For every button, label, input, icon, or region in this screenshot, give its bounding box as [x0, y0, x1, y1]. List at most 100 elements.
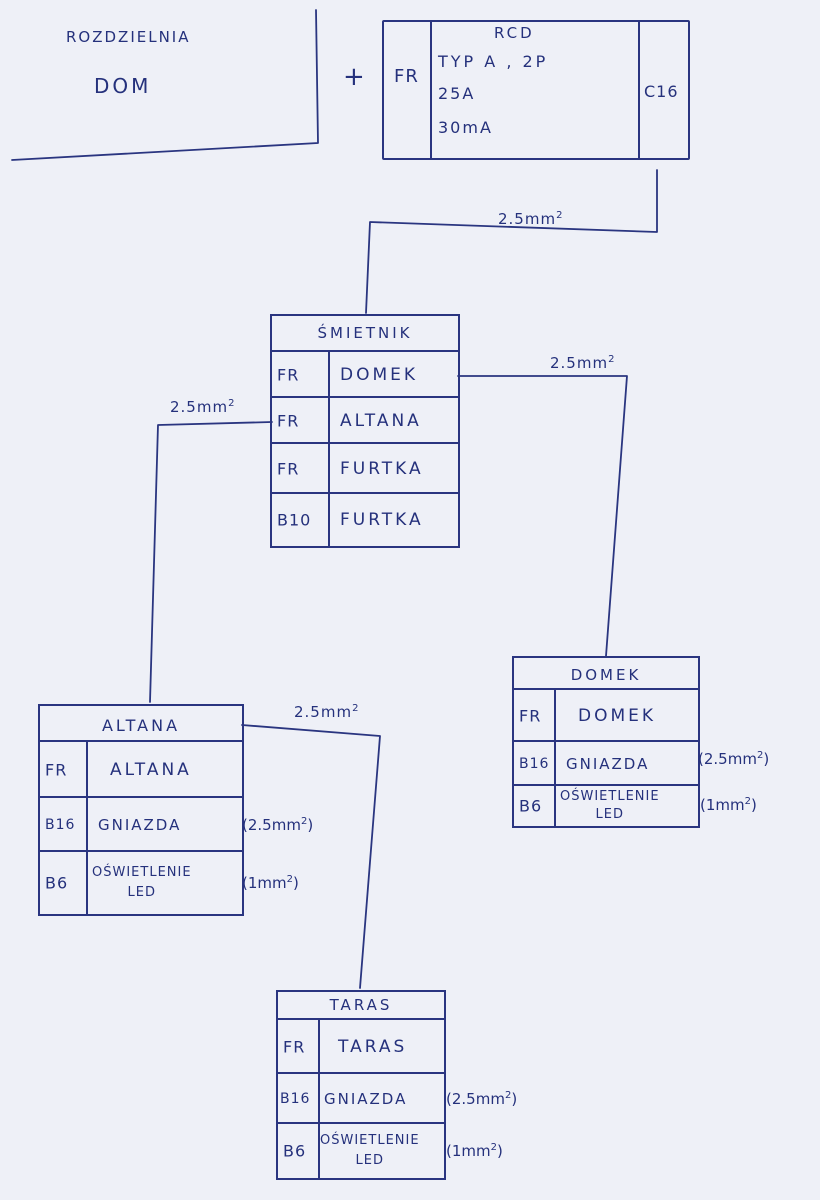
wire-smietnik-domek	[457, 375, 628, 657]
note-sup: 2	[504, 1090, 512, 1101]
wire-altana-taras	[241, 724, 381, 989]
wire-label-rcd-sup: 2	[556, 210, 564, 221]
panel-smietnik: ŚMIETNIK FR DOMEK FR ALTANA FR FURTKA B1…	[270, 314, 460, 548]
rcd-title: RCD	[494, 24, 535, 42]
row-circuit-cell: TARAS	[320, 1020, 444, 1074]
rcd-fr-label: FR	[394, 66, 419, 87]
rcd-rating: 25A	[438, 84, 476, 103]
plus-sign: +	[343, 62, 366, 92]
row-breaker: B6	[45, 873, 69, 893]
note-close: )	[307, 816, 314, 834]
wire-label-rcd: 2.5mm2	[498, 210, 563, 228]
panel-altana-row: FR ALTANA	[40, 740, 242, 798]
row-breaker: B6	[283, 1141, 307, 1161]
wire-rcd-smietnik	[365, 169, 658, 314]
row-circuit-cell: FURTKA	[330, 444, 458, 494]
row-breaker-cell: B16	[40, 798, 88, 852]
row-circuit: ALTANA	[110, 760, 192, 780]
panel-domek-row: B6 OŚWIETLENIE LED	[514, 784, 698, 826]
row-breaker-cell: B6	[278, 1124, 320, 1178]
row-circuit-cell: GNIAZDA	[88, 798, 242, 852]
panel-smietnik-row: FR FURTKA	[272, 442, 458, 494]
main-board-title: ROZDZIELNIA	[66, 28, 191, 46]
row-breaker: B16	[519, 756, 550, 772]
panel-altana-title: ALTANA	[101, 716, 181, 735]
rcd-breaker-cell: C16	[638, 22, 688, 158]
row-circuit: TARAS	[338, 1037, 408, 1057]
row-breaker: FR	[277, 459, 300, 479]
note-altana-gniazda: (2.5mm2)	[242, 816, 313, 834]
rcd-fr-cell: FR	[384, 22, 432, 158]
panel-altana-row: B16 GNIAZDA	[40, 796, 242, 852]
note-close: )	[763, 750, 770, 768]
main-board: ROZDZIELNIA DOM	[10, 10, 318, 160]
row-breaker-cell: B10	[272, 494, 330, 546]
row-circuit-cell: OŚWIETLENIE LED	[556, 786, 698, 826]
note-text: (1mm	[700, 796, 745, 814]
row-breaker: FR	[283, 1037, 306, 1057]
wire-smietnik-altana	[149, 421, 273, 703]
row-circuit-cell: FURTKA	[330, 494, 458, 546]
row-circuit: GNIAZDA	[98, 816, 182, 834]
note-sup: 2	[744, 796, 751, 807]
row-circuit-cell: ALTANA	[330, 398, 458, 444]
row-breaker-cell: FR	[278, 1020, 320, 1074]
row-breaker-cell: FR	[272, 444, 330, 494]
note-sup: 2	[490, 1142, 497, 1153]
panel-domek-title: DOMEK	[570, 666, 642, 684]
note-close: )	[751, 796, 757, 814]
row-circuit-cell: OŚWIETLENIE LED	[320, 1124, 444, 1178]
rcd-breaker-label: C16	[644, 82, 679, 101]
row-breaker: B6	[519, 796, 543, 816]
note-close: )	[497, 1142, 503, 1160]
note-altana-led: (1mm2)	[242, 874, 299, 892]
row-circuit: FURTKA	[340, 459, 424, 479]
panel-taras-row: B16 GNIAZDA	[278, 1072, 444, 1124]
row-circuit: OŚWIETLENIE LED	[92, 865, 192, 900]
panel-domek: DOMEK FR DOMEK B16 GNIAZDA B6 OŚWIETLENI…	[512, 656, 700, 828]
row-circuit-cell: OŚWIETLENIE LED	[88, 852, 242, 914]
note-sup: 2	[300, 816, 308, 827]
row-breaker: FR	[277, 411, 300, 431]
panel-smietnik-title: ŚMIETNIK	[317, 324, 413, 342]
main-board-name: DOM	[94, 74, 152, 98]
row-circuit: DOMEK	[340, 365, 419, 385]
panel-smietnik-row: FR ALTANA	[272, 396, 458, 444]
row-breaker: B16	[45, 817, 76, 833]
row-circuit-cell: DOMEK	[330, 352, 458, 398]
note-text: (2.5mm	[698, 750, 757, 768]
panel-altana-row: B6 OŚWIETLENIE LED	[40, 850, 242, 914]
rcd-spec-cell: RCD TYP A , 2P 25A 30mA	[432, 22, 638, 158]
row-circuit: OŚWIETLENIE LED	[320, 1133, 420, 1168]
note-text: (1mm	[446, 1142, 491, 1160]
note-close: )	[511, 1090, 518, 1108]
wire-label-taras: 2.5mm2	[294, 703, 359, 721]
row-circuit: GNIAZDA	[566, 755, 650, 773]
note-sup: 2	[756, 750, 764, 761]
row-breaker: B10	[277, 510, 312, 530]
note-taras-gniazda: (2.5mm2)	[446, 1090, 517, 1108]
row-breaker-cell: FR	[514, 690, 556, 742]
rcd-sensitivity: 30mA	[438, 118, 493, 137]
panel-taras: TARAS FR TARAS B16 GNIAZDA B6 OŚWIETLENI…	[276, 990, 446, 1180]
row-circuit-cell: ALTANA	[88, 742, 242, 798]
note-close: )	[293, 874, 299, 892]
panel-taras-row: FR TARAS	[278, 1018, 444, 1074]
note-sup: 2	[286, 874, 293, 885]
panel-taras-row: B6 OŚWIETLENIE LED	[278, 1122, 444, 1178]
row-breaker-cell: FR	[272, 352, 330, 398]
panel-domek-row: B16 GNIAZDA	[514, 740, 698, 786]
row-circuit: DOMEK	[578, 706, 657, 726]
wire-label-rcd-text: 2.5mm	[498, 210, 557, 228]
note-text: (2.5mm	[446, 1090, 505, 1108]
row-circuit: GNIAZDA	[324, 1090, 408, 1108]
row-breaker: FR	[519, 706, 542, 726]
row-breaker-cell: B6	[40, 852, 88, 914]
row-circuit: ALTANA	[340, 411, 422, 431]
wire-label-taras-text: 2.5mm	[294, 703, 353, 721]
row-breaker-cell: B6	[514, 786, 556, 826]
row-circuit-cell: GNIAZDA	[320, 1074, 444, 1124]
wire-label-domek: 2.5mm2	[550, 354, 615, 372]
row-circuit-cell: GNIAZDA	[556, 742, 698, 786]
note-text: (1mm	[242, 874, 287, 892]
